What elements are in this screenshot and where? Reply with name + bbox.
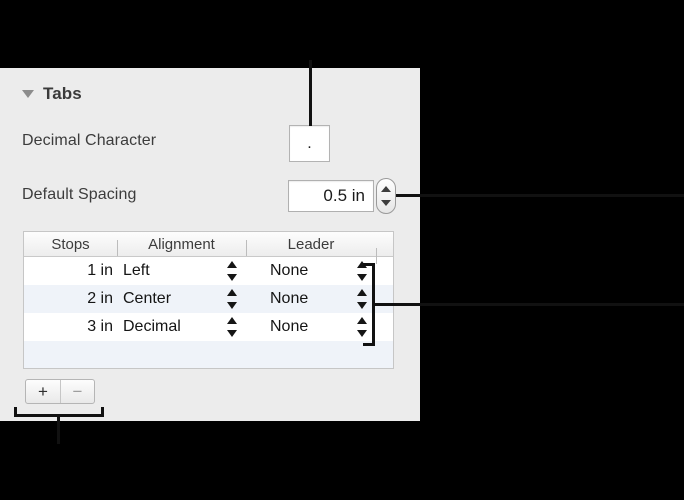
column-divider <box>117 239 118 256</box>
leader-stepper[interactable] <box>356 317 368 337</box>
remove-tab-stop-button[interactable]: − <box>60 380 94 403</box>
leader-stepper[interactable] <box>356 261 368 281</box>
triangle-down-icon[interactable] <box>22 90 34 98</box>
column-header-leader[interactable]: Leader <box>246 235 376 256</box>
cell-alignment[interactable]: Left <box>117 261 246 281</box>
callout-bracket-tab-stop-rows <box>363 263 375 346</box>
cell-leader[interactable]: None <box>246 317 376 337</box>
cell-stop[interactable]: 1 in <box>87 262 113 279</box>
stepper-down-icon[interactable] <box>227 302 237 309</box>
decimal-character-label: Decimal Character <box>22 132 157 149</box>
stepper-down-icon[interactable] <box>357 274 367 281</box>
table-row[interactable]: 3 in Decimal None <box>24 313 393 341</box>
alignment-stepper[interactable] <box>226 261 238 281</box>
stepper-down-icon[interactable] <box>227 274 237 281</box>
decimal-character-input[interactable]: . <box>289 125 330 162</box>
page-title: Tabs <box>43 84 82 103</box>
stepper-up-icon[interactable] <box>357 289 367 296</box>
leader-stepper[interactable] <box>356 289 368 309</box>
cell-alignment-value: Center <box>123 290 172 307</box>
cell-leader-value: None <box>270 290 309 307</box>
cell-leader-value: None <box>270 318 309 335</box>
add-tab-stop-button[interactable]: + <box>38 381 48 401</box>
column-header-stops[interactable]: Stops <box>51 235 90 253</box>
callout-line-tab-stop-rows <box>374 303 684 306</box>
default-spacing-stepper[interactable] <box>376 178 396 214</box>
callout-line-default-spacing <box>396 194 684 197</box>
stepper-up-icon[interactable] <box>227 261 237 268</box>
default-spacing-label: Default Spacing <box>22 186 137 203</box>
column-divider <box>246 239 247 256</box>
column-header-alignment[interactable]: Alignment <box>117 235 246 256</box>
alignment-stepper[interactable] <box>226 289 238 309</box>
callout-line-add-remove <box>57 414 60 444</box>
cell-stop[interactable]: 3 in <box>87 318 113 335</box>
cell-alignment-value: Left <box>123 262 150 279</box>
cell-leader-value: None <box>270 262 309 279</box>
stepper-down-icon[interactable] <box>381 200 391 206</box>
cell-leader[interactable]: None <box>246 261 376 281</box>
section-header-tabs[interactable]: Tabs <box>22 84 82 104</box>
stepper-up-icon[interactable] <box>357 317 367 324</box>
cell-leader[interactable]: None <box>246 289 376 309</box>
table-row[interactable]: 2 in Center None <box>24 285 393 313</box>
stepper-down-icon[interactable] <box>227 330 237 337</box>
stepper-down-icon[interactable] <box>357 330 367 337</box>
add-remove-button-group[interactable]: + − <box>25 379 95 404</box>
default-spacing-input[interactable]: 0.5 in <box>288 180 374 212</box>
stepper-down-icon[interactable] <box>357 302 367 309</box>
callout-line-decimal-character <box>309 60 312 126</box>
column-header-leader-label: Leader <box>287 235 335 253</box>
cell-alignment-value: Decimal <box>123 318 181 335</box>
table-empty-row <box>24 341 393 368</box>
table-row[interactable]: 1 in Left None <box>24 257 393 285</box>
column-header-alignment-label: Alignment <box>148 235 215 253</box>
cell-alignment[interactable]: Decimal <box>117 317 246 337</box>
tab-stops-table[interactable]: Stops Alignment Leader 1 in Left <box>23 231 394 369</box>
cell-stop[interactable]: 2 in <box>87 290 113 307</box>
column-divider <box>376 248 377 264</box>
table-header-row: Stops Alignment Leader <box>24 232 393 264</box>
stepper-up-icon[interactable] <box>381 186 391 192</box>
stepper-up-icon[interactable] <box>357 261 367 268</box>
stepper-up-icon[interactable] <box>227 317 237 324</box>
cell-alignment[interactable]: Center <box>117 289 246 309</box>
alignment-stepper[interactable] <box>226 317 238 337</box>
stepper-up-icon[interactable] <box>227 289 237 296</box>
